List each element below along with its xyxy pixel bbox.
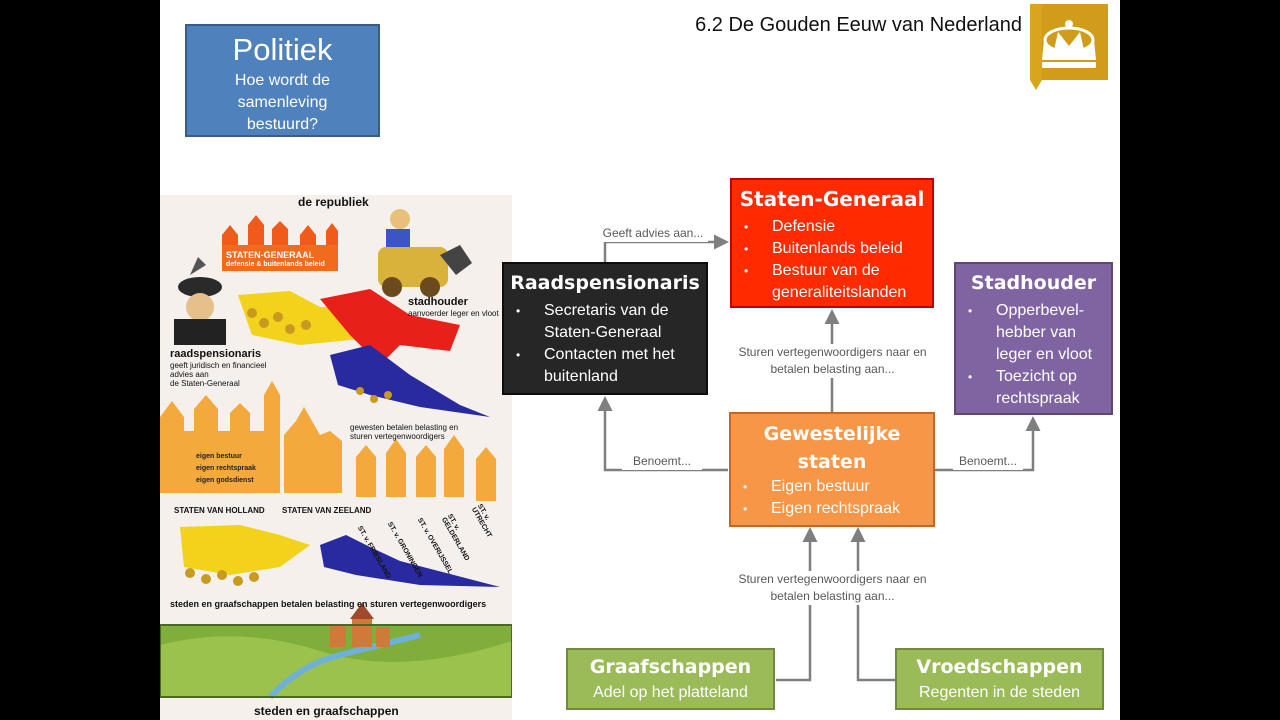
- crown-logo: [1030, 4, 1108, 92]
- vroedschappen-title: Vroedschappen: [916, 656, 1083, 678]
- republiek-illustration: de republiek STATEN-GENERAAL defensie & …: [160, 195, 512, 720]
- politiek-subtitle-3: bestuurd?: [246, 116, 319, 133]
- label-de-republiek: de republiek: [298, 195, 369, 209]
- label-sturen-2a: Sturen vertegenwoordigers naar en: [715, 571, 950, 588]
- label-geeft-advies: Geeft advies aan...: [598, 225, 708, 242]
- politiek-subtitle-1: Hoe wordt de: [234, 72, 331, 89]
- label-raadspensionaris-sub-2: advies aan: [170, 370, 209, 379]
- label-sturen-2b: betalen belasting aan...: [715, 588, 950, 605]
- graafschappen-sub: Adel op het platteland: [593, 684, 748, 701]
- label-raadspensionaris: raadspensionaris: [170, 348, 262, 360]
- gs-item-rechtspraak: Eigen rechtspraak: [731, 498, 933, 520]
- sh-item-rechtspraak: rechtspraak: [996, 390, 1080, 407]
- stadhouder-title: Stadhouder: [970, 272, 1097, 294]
- arrow-benoemt-raadspensionaris: [597, 396, 728, 472]
- arrow-graafschappen-up: [776, 527, 818, 682]
- label-holland-item-1: eigen bestuur: [196, 453, 242, 460]
- staten-generaal-box: Staten-Generaal Defensie Buitenlands bel…: [730, 178, 934, 308]
- politiek-subtitle-2: samenleving: [237, 94, 328, 111]
- illustration-drawing: [160, 209, 512, 700]
- label-sg-banner-sub: defensie & buitenlands beleid: [226, 261, 325, 268]
- rp-item-buitenland: buitenland: [544, 368, 618, 385]
- gewestelijke-title-1: Gewestelijke: [763, 423, 901, 445]
- label-sturen-1a: Sturen vertegenwoordigers naar en: [715, 344, 950, 361]
- gewestelijke-staten-box: Gewestelijke staten Eigen bestuur Eigen …: [729, 412, 935, 527]
- staten-generaal-title: Staten-Generaal: [739, 187, 925, 211]
- diagram-connectors: [597, 234, 1041, 682]
- label-raadspensionaris-sub-1: geeft juridisch en financieel: [170, 361, 267, 370]
- gewestelijke-title-2: staten: [797, 451, 867, 473]
- vroedschappen-box: Vroedschappen Regenten in de steden: [895, 648, 1104, 710]
- label-stadhouder: stadhouder: [408, 296, 468, 308]
- gs-item-bestuur: Eigen bestuur: [731, 476, 933, 498]
- arrow-vroedschappen-up: [850, 527, 895, 682]
- sg-item-defensie: Defensie: [732, 216, 932, 238]
- label-gewesten-2: sturen vertegenwoordigers: [350, 432, 445, 441]
- stadhouder-box: Stadhouder Opperbevel- hebber van leger …: [954, 262, 1113, 415]
- rp-item-secretaris: Secretaris van de: [504, 300, 706, 322]
- graafschappen-box: Graafschappen Adel op het platteland: [566, 648, 775, 710]
- sh-item-leger: leger en vloot: [996, 346, 1093, 363]
- sh-item-hebber: hebber van: [996, 324, 1077, 341]
- vroedschappen-sub: Regenten in de steden: [918, 684, 1080, 701]
- slide: Politiek Hoe wordt de samenleving bestuu…: [160, 0, 1120, 720]
- raadspensionaris-title: Raadspensionaris: [510, 272, 700, 294]
- label-stadhouder-sub: aanvoerder leger en vloot: [408, 309, 499, 318]
- label-gewesten-1: gewesten betalen belasting en: [350, 423, 459, 432]
- label-holland-item-3: eigen godsdienst: [196, 477, 254, 484]
- politiek-title: Politiek: [232, 32, 333, 67]
- raadspensionaris-box: Raadspensionaris Secretaris van de State…: [502, 262, 708, 395]
- arrow-benoemt-stadhouder: [935, 416, 1041, 472]
- graafschappen-title: Graafschappen: [589, 656, 752, 678]
- label-raadspensionaris-sub-3: de Staten-Generaal: [170, 379, 240, 388]
- label-sturen-1b: betalen belasting aan...: [715, 361, 950, 378]
- sg-item-bestuur: Bestuur van de: [732, 260, 932, 282]
- label-staten-holland: STATEN VAN HOLLAND: [174, 506, 265, 515]
- arrow-geeft-advies: [603, 234, 729, 262]
- sg-item-generaliteitslanden: generaliteitslanden: [772, 284, 907, 301]
- label-holland-item-2: eigen rechtspraak: [196, 465, 256, 472]
- sg-item-buitenlands: Buitenlands beleid: [732, 238, 932, 260]
- rp-item-contacten: Contacten met het: [504, 344, 706, 366]
- politiek-box: Politiek Hoe wordt de samenleving bestuu…: [185, 24, 380, 137]
- label-steden-note: steden en graafschappen betalen belastin…: [170, 599, 487, 609]
- label-steden-title: steden en graafschappen: [254, 704, 399, 718]
- crown-icon: [1030, 4, 1108, 90]
- label-benoemt-right: Benoemt...: [953, 453, 1023, 470]
- label-benoemt-left: Benoemt...: [622, 453, 702, 470]
- sh-item-opperbevel: Opperbevel-: [956, 300, 1111, 322]
- sh-item-toezicht: Toezicht op: [956, 366, 1111, 388]
- rp-item-sg: Staten-Generaal: [544, 324, 662, 341]
- chapter-title: 6.2 De Gouden Eeuw van Nederland: [695, 14, 1022, 36]
- label-staten-zeeland: STATEN VAN ZEELAND: [282, 506, 372, 515]
- label-sg-banner: STATEN-GENERAAL: [226, 250, 315, 260]
